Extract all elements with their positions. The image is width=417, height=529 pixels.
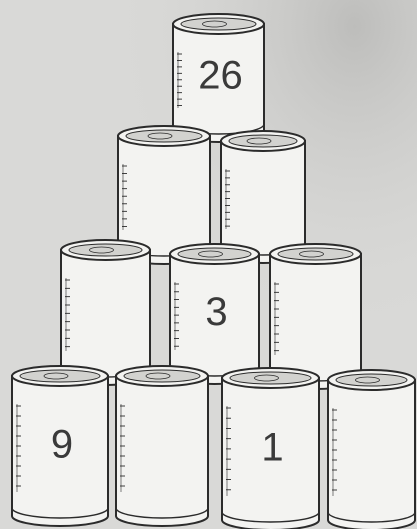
can-body	[61, 250, 150, 385]
can-row4-1: 9	[12, 366, 108, 526]
can-lid	[69, 244, 142, 256]
can-top: 26	[173, 14, 264, 142]
can-body	[328, 380, 415, 529]
can-lid	[278, 248, 353, 260]
can-lid	[20, 370, 100, 382]
can-row2-right	[221, 131, 305, 263]
can-lid	[126, 130, 202, 142]
can-row4-3: 1	[222, 368, 319, 529]
can-lid	[178, 248, 251, 260]
can-number-label: 9	[51, 423, 73, 467]
can-number-label: 3	[205, 290, 227, 334]
can-number-label: 1	[261, 426, 283, 470]
can-row4-2	[116, 366, 208, 526]
can-row3-right	[270, 244, 361, 389]
can-lid	[336, 374, 407, 386]
can-number-label: 26	[198, 53, 243, 97]
can-row3-left	[61, 240, 150, 385]
can-lid	[229, 135, 297, 147]
can-row3-middle: 3	[170, 244, 259, 384]
can-row4-4	[328, 370, 415, 529]
can-lid	[181, 18, 256, 30]
can-lid	[124, 370, 200, 382]
can-lid	[230, 372, 311, 384]
can-body	[116, 376, 208, 526]
